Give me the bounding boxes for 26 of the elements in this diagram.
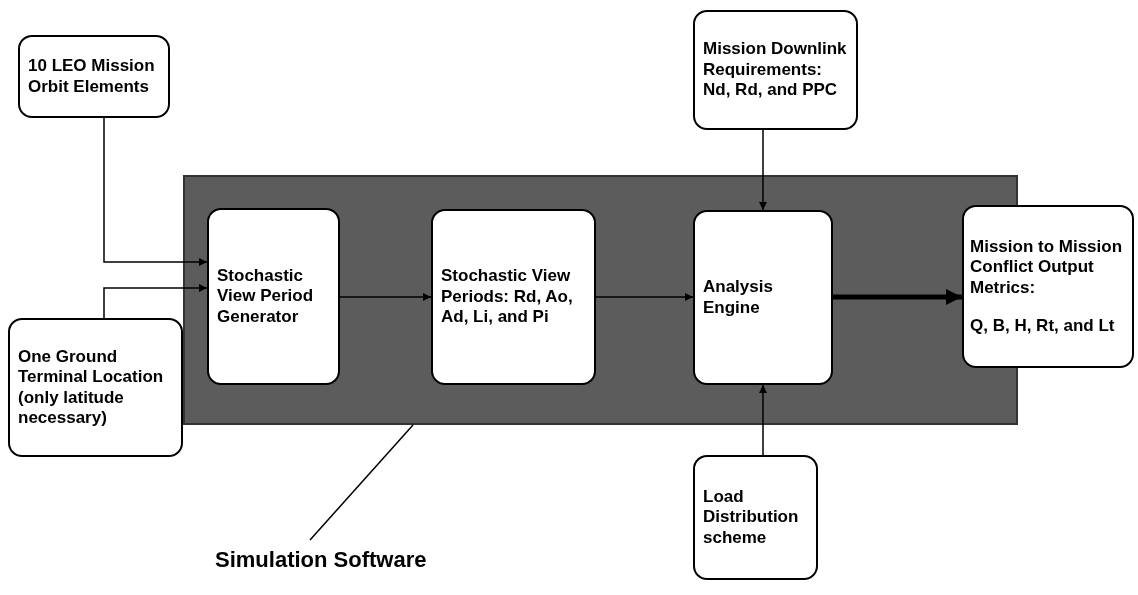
box-text: 10 LEO Mission Orbit Elements bbox=[28, 56, 156, 97]
box-text: Mission Downlink Requirements: Nd, Rd, and PPC bbox=[703, 39, 848, 101]
process-box bbox=[693, 210, 833, 385]
arrow bbox=[833, 289, 962, 305]
box-text: Stochastic View Period Generator bbox=[217, 265, 315, 328]
arrow bbox=[103, 117, 208, 266]
arrow bbox=[759, 129, 767, 211]
process-box bbox=[8, 318, 183, 457]
box-text: Stochastic View Periods: Rd, Ao, Ad, Li, and Pi bbox=[441, 266, 574, 328]
process-box bbox=[431, 209, 596, 385]
process-box bbox=[693, 455, 818, 580]
arrow bbox=[759, 384, 767, 456]
process-box bbox=[962, 205, 1134, 368]
arrow bbox=[595, 293, 694, 301]
box-text: Mission to Mission Conflict Output Metrics: bbox=[970, 236, 1124, 298]
process-box bbox=[207, 208, 340, 385]
process-box bbox=[693, 10, 858, 130]
panel-label: Simulation Software bbox=[215, 540, 655, 580]
box-text: One Ground Terminal Location (only latitude necessary) bbox=[18, 346, 165, 429]
leader-line bbox=[309, 424, 414, 541]
box-text: Analysis Engine bbox=[703, 277, 774, 318]
arrow bbox=[103, 284, 208, 319]
arrow bbox=[339, 293, 432, 301]
process-box bbox=[18, 35, 170, 118]
box-text: Load Distribution scheme bbox=[703, 486, 800, 549]
box-text: Q, B, H, Rt, and Lt bbox=[970, 315, 1116, 337]
